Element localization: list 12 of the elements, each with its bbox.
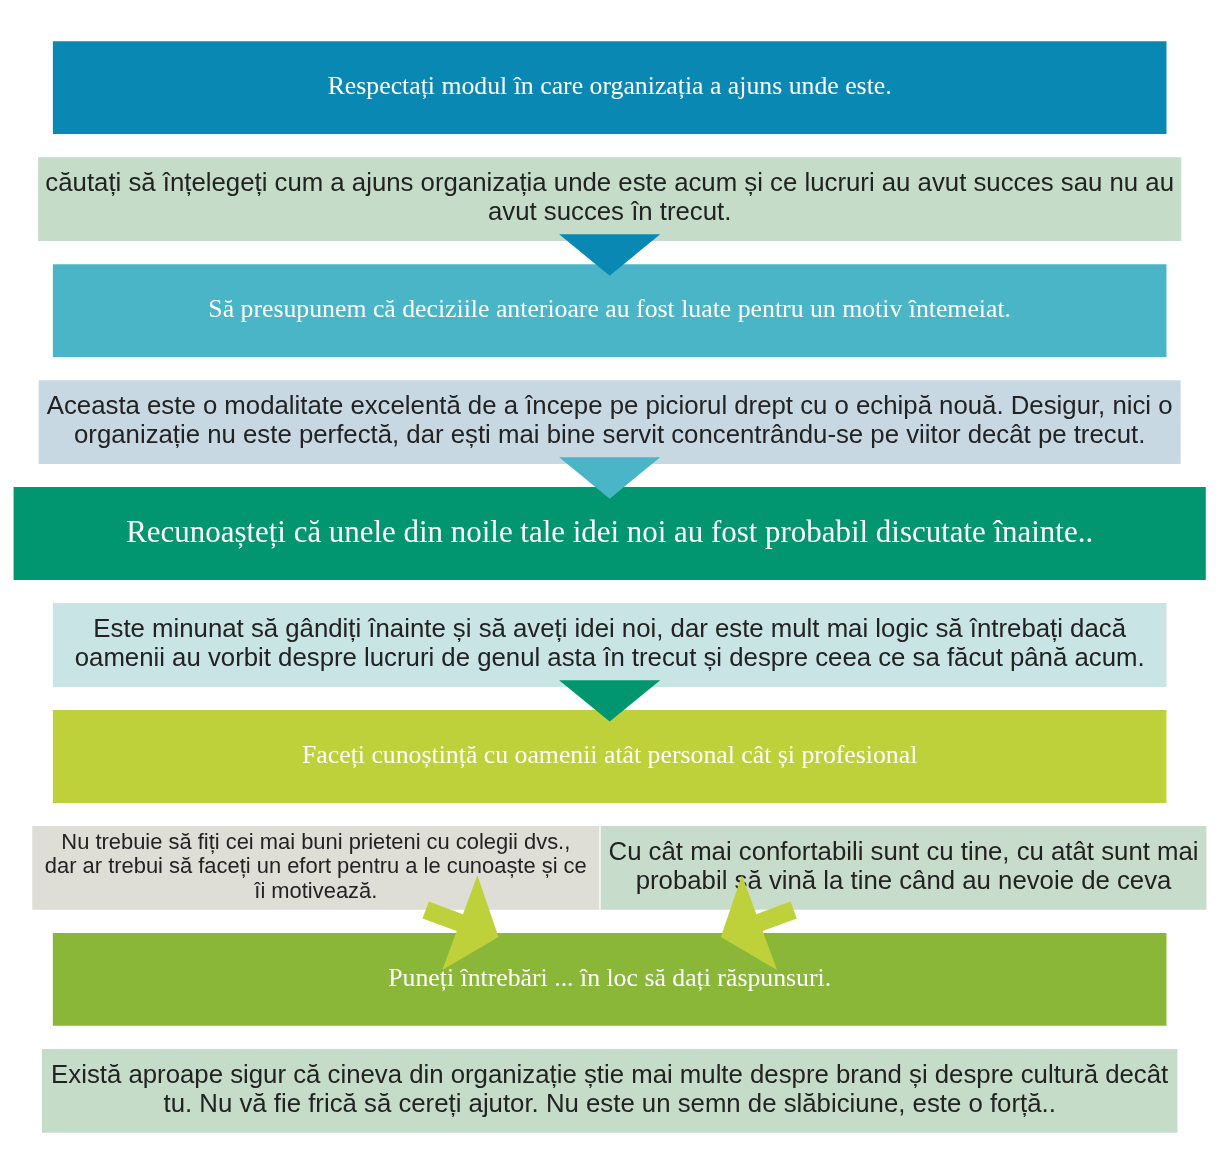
node-box: Să presupunem că deciziile anterioare au fost luate pentru un motiv întemeiat. <box>52 263 1167 357</box>
node-box: Respectați modul în care organizația a ajuns unde este. <box>52 40 1167 134</box>
arrow <box>559 456 661 499</box>
node-box: Puneți întrebări ... în loc să dați răspunsuri. <box>52 932 1167 1026</box>
arrow <box>559 233 661 276</box>
arrow <box>720 874 797 970</box>
node-box: Nu trebuie să fiți cei mai buni prieteni cu colegii dvs., dar ar trebui să faceți un efort pentru a le cunoaște și ce îi motivează. <box>32 825 600 910</box>
node-box: Faceți cunoștință cu oamenii atât personal cât și profesional <box>52 709 1167 803</box>
arrow <box>422 874 499 970</box>
arrow <box>559 679 661 722</box>
node-box: Există aproape sigur că cineva din organizație știe mai multe despre brand și despre cultură decât tu. Nu vă fie frică să cereți ajutor. Nu este un semn de slăbiciune, este o forță.. <box>41 1048 1178 1133</box>
node-box: Recunoașteți că unele din noile tale idei noi au fost probabil discutate înainte.. <box>13 486 1206 580</box>
